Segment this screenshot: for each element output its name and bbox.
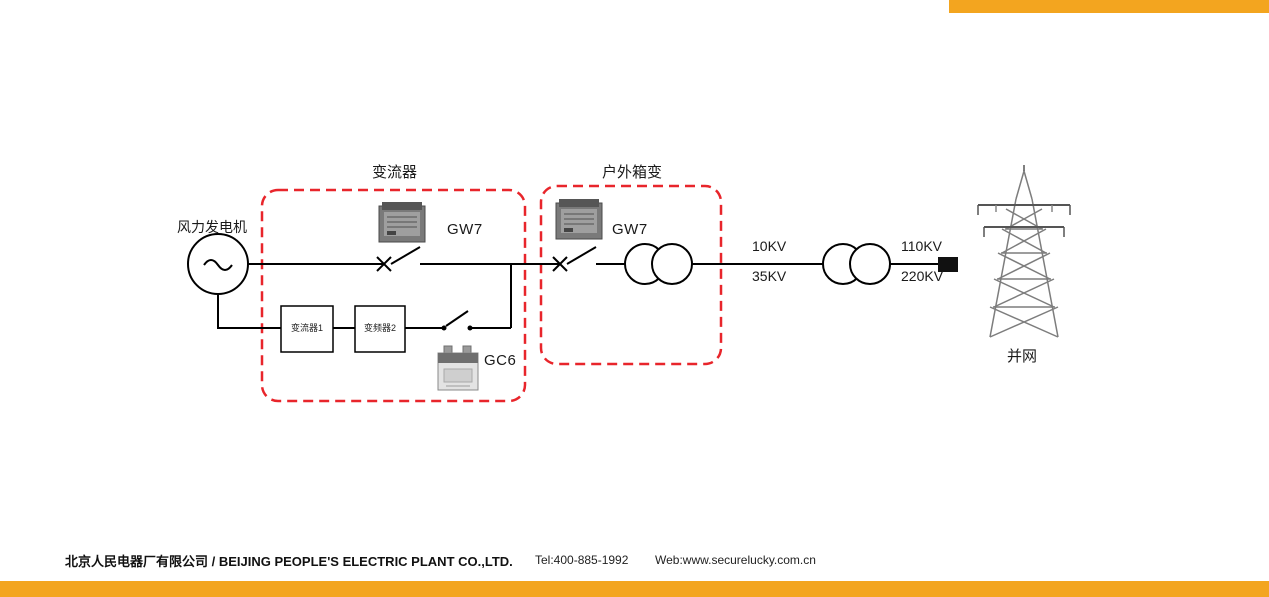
gc6-label: GC6 (484, 352, 517, 369)
grid-connection-label: 并网 (1007, 348, 1038, 365)
converter-group-title: 变流器 (372, 164, 418, 181)
disconnect-switch-symbol (441, 310, 473, 331)
transformer-symbol-1 (624, 243, 693, 285)
voltage-10kv-label: 10KV (752, 238, 787, 254)
transmission-tower-photo (977, 165, 1071, 338)
transformer-symbol-2 (822, 243, 891, 285)
gw7-label-2: GW7 (612, 221, 648, 238)
footer-company-name: 北京人民电器厂有限公司 / BEIJING PEOPLE'S ELECTRIC … (65, 554, 513, 569)
wind-generator-symbol (187, 233, 249, 295)
converter-module-1-label: 变流器1 (290, 323, 323, 334)
footer-telephone: Tel:400-885-1992 (535, 553, 629, 567)
outdoor-transformer-dashed-box (539, 184, 723, 366)
top-accent-bar (949, 0, 1269, 13)
grid-connection-block (938, 257, 958, 272)
voltage-220kv-label: 220KV (901, 268, 944, 284)
outdoor-group-title: 户外箱变 (602, 164, 663, 181)
gw7-label-1: GW7 (447, 221, 483, 238)
gw7-breaker-photo-1 (378, 202, 426, 243)
wind-generator-label: 风力发电机 (177, 219, 247, 235)
gc6-contactor-photo (437, 345, 479, 391)
breaker-symbol-1 (376, 246, 421, 272)
footer-website: Web:www.securelucky.com.cn (655, 553, 816, 567)
gw7-breaker-photo-2 (555, 199, 603, 240)
main-bus-lines (217, 263, 938, 329)
bottom-accent-bar (0, 581, 1269, 597)
breaker-symbol-2 (552, 246, 597, 272)
voltage-110kv-label: 110KV (901, 238, 942, 254)
converter-dashed-box (260, 188, 527, 403)
converter-module-2-label: 变频器2 (363, 323, 396, 334)
converter-module-boxes (280, 305, 406, 353)
voltage-35kv-label: 35KV (752, 268, 787, 284)
